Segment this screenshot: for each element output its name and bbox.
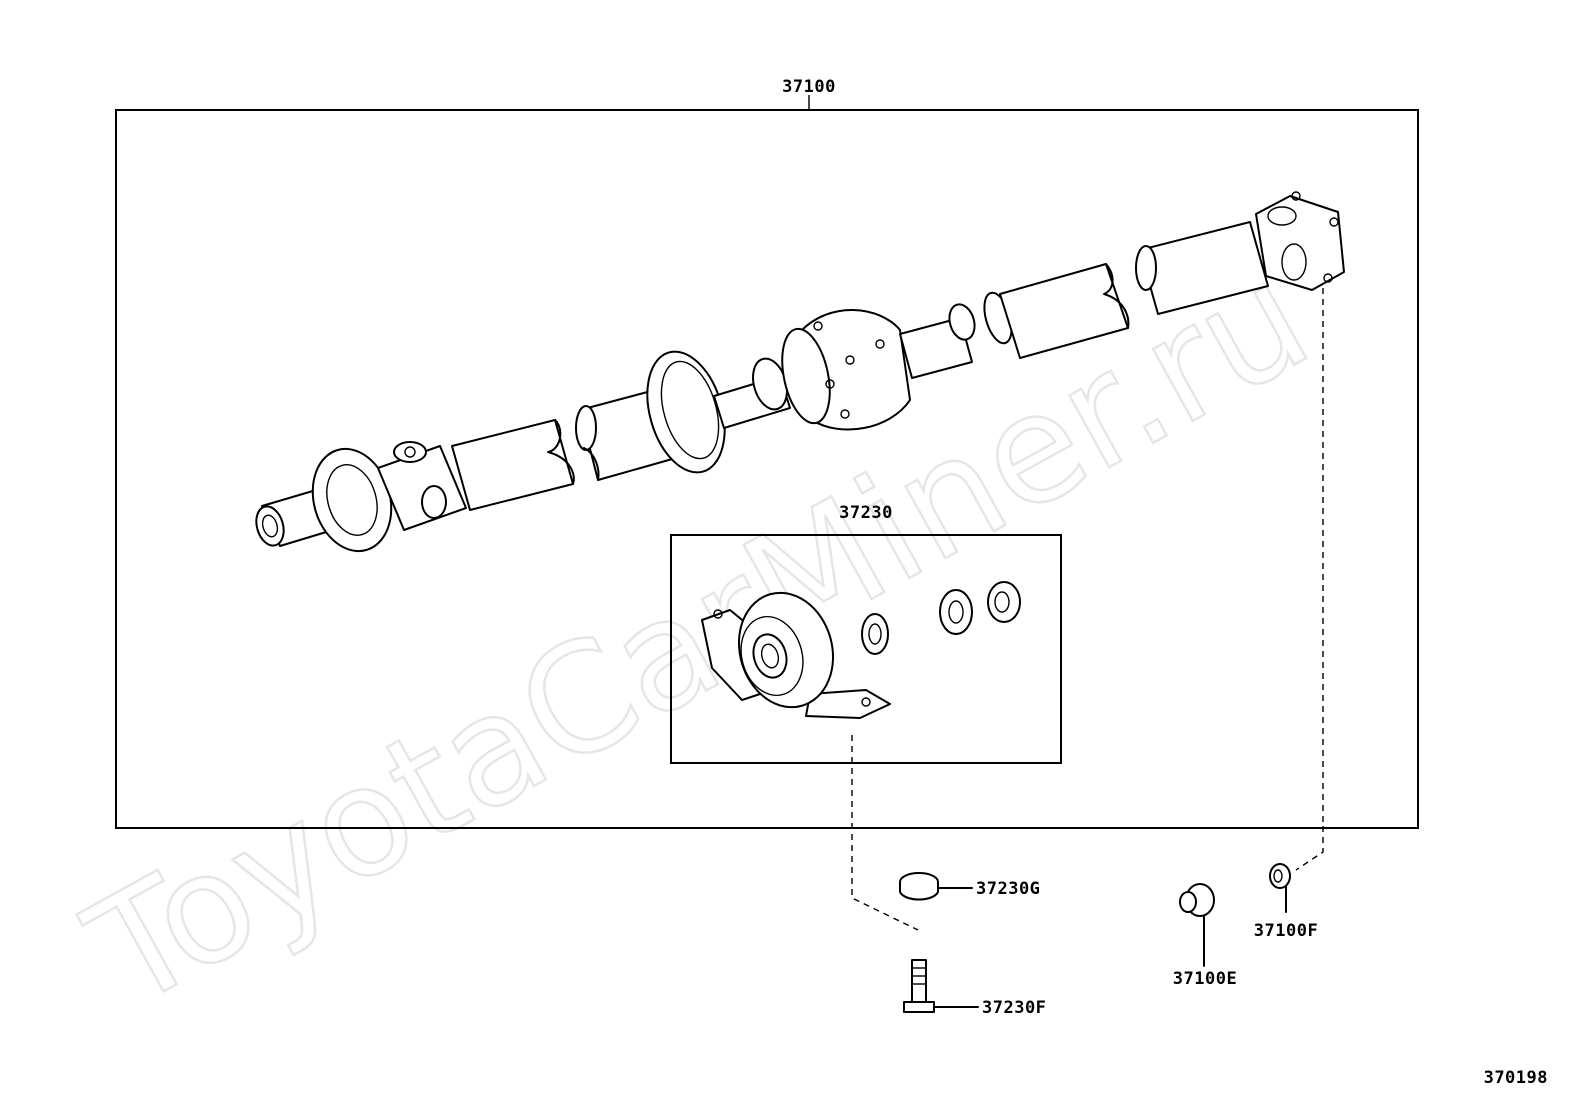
label-37100F[interactable]: 37100F [1254,921,1318,941]
label-37230G[interactable]: 37230G [976,879,1040,899]
watermark: ToyotaCarMiner.ru [61,230,1337,1044]
center-bearing [701,581,1021,719]
part-37230G [899,872,973,901]
center-bearing-frame [670,534,1062,764]
label-37100E[interactable]: 37100E [1173,969,1237,989]
label-37230F[interactable]: 37230F [982,998,1046,1018]
propeller-shaft [255,191,1345,553]
label-37100[interactable]: 37100 [782,77,836,97]
diagram-code: 370198 [1484,1068,1548,1088]
label-37230[interactable]: 37230 [839,503,893,523]
watermark-text: ToyotaCarMiner.ru [62,231,1335,1042]
assembly-frame [115,109,1419,829]
part-37230F [903,959,979,1013]
part-37100F [1269,863,1291,913]
part-37100E [1179,883,1215,967]
